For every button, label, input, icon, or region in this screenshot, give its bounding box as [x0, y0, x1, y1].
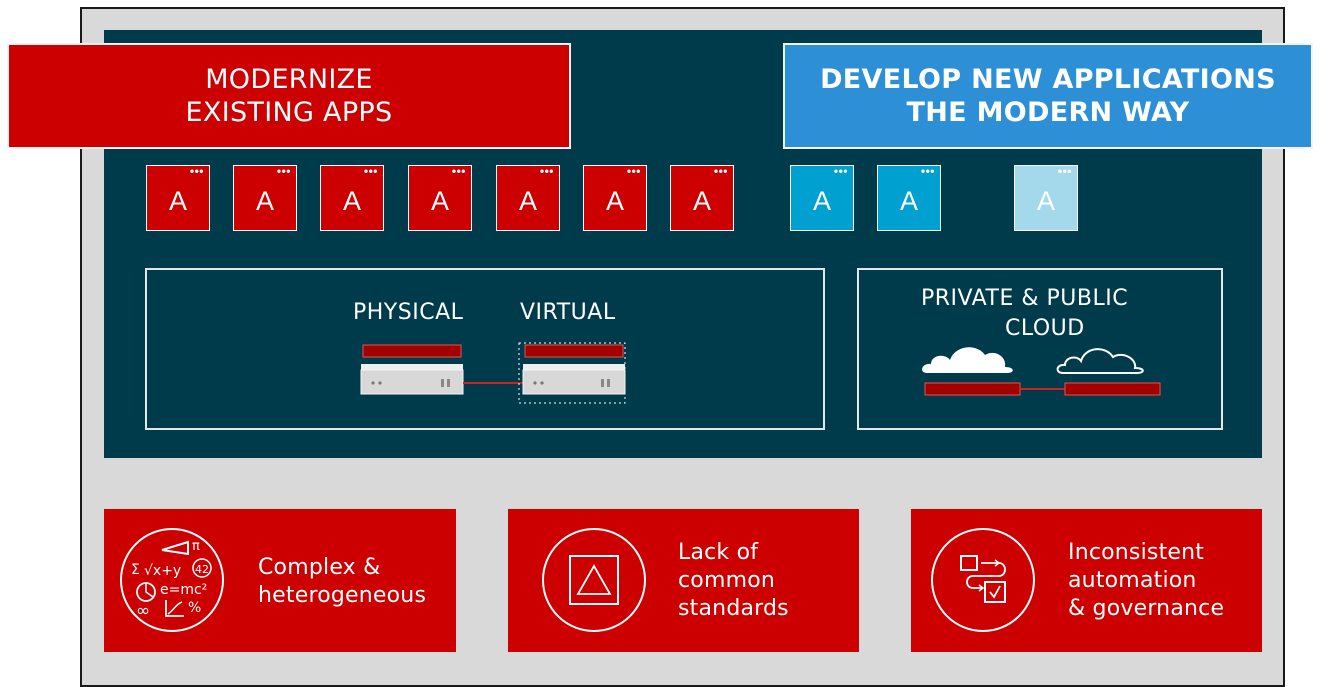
app-letter: A: [518, 185, 537, 216]
app-tile: ••• A: [408, 165, 472, 231]
app-tile: ••• A: [670, 165, 734, 231]
menu-dots-icon: •••: [1057, 164, 1072, 178]
workflow-checkbox-icon: [931, 528, 1035, 632]
develop-banner: DEVELOP NEW APPLICATIONS THE MODERN WAY: [783, 43, 1313, 149]
cloud-label-line2: CLOUD: [1005, 316, 1085, 341]
pi-glyph: π: [192, 539, 200, 554]
challenge-label: Inconsistent automation & governance: [1068, 540, 1225, 621]
challenge-card-standards: Lack of common standards: [508, 509, 859, 652]
app-letter: A: [605, 185, 624, 216]
sqrt-glyph: √x+y: [144, 563, 181, 579]
modernize-banner: MODERNIZE EXISTING APPS: [7, 43, 571, 149]
app-letter: A: [255, 185, 274, 216]
app-tile: ••• A: [1014, 165, 1078, 231]
menu-dots-icon: •••: [713, 164, 728, 178]
menu-dots-icon: •••: [626, 164, 641, 178]
math-formulas-icon: π Σ √x+y 42 e=mc² ∞ %: [120, 528, 224, 632]
app-tile: ••• A: [583, 165, 647, 231]
virtual-server-icon: [518, 342, 626, 404]
percent-glyph: %: [188, 600, 201, 616]
physical-label: PHYSICAL: [353, 300, 464, 325]
datacenter-box: [145, 268, 825, 430]
menu-dots-icon: •••: [539, 164, 554, 178]
virtual-label: VIRTUAL: [520, 300, 616, 325]
app-tile: ••• A: [320, 165, 384, 231]
challenge-card-complex: π Σ √x+y 42 e=mc² ∞ % Complex & heteroge…: [104, 509, 456, 652]
public-cloud-icon: [1056, 348, 1144, 374]
private-cloud-icon: [922, 347, 1013, 373]
number-glyph: 42: [195, 563, 209, 576]
app-tile: ••• A: [877, 165, 941, 231]
menu-dots-icon: •••: [451, 164, 466, 178]
app-letter: A: [430, 185, 449, 216]
app-letter: A: [168, 185, 187, 216]
app-letter: A: [1036, 185, 1055, 216]
physical-server-icon: [360, 344, 464, 395]
sigma-glyph: Σ: [131, 562, 140, 578]
app-tile: ••• A: [496, 165, 560, 231]
challenge-label: Complex & heterogeneous: [258, 555, 427, 608]
app-letter: A: [812, 185, 831, 216]
infinity-glyph: ∞: [136, 601, 150, 621]
app-tile: ••• A: [233, 165, 297, 231]
menu-dots-icon: •••: [189, 164, 204, 178]
app-letter: A: [899, 185, 918, 216]
triangle-in-square-icon: [542, 528, 646, 632]
challenge-card-automation: Inconsistent automation & governance: [911, 509, 1262, 652]
emc-glyph: e=mc²: [160, 582, 207, 598]
app-tile: ••• A: [790, 165, 854, 231]
cloud-graphic: [922, 347, 1161, 396]
app-letter: A: [692, 185, 711, 216]
menu-dots-icon: •••: [276, 164, 291, 178]
cloud-label-line1: PRIVATE & PUBLIC: [921, 286, 1129, 311]
menu-dots-icon: •••: [363, 164, 378, 178]
menu-dots-icon: •••: [920, 164, 935, 178]
challenge-label: Lack of common standards: [678, 540, 789, 621]
menu-dots-icon: •••: [833, 164, 848, 178]
app-tile: ••• A: [146, 165, 210, 231]
develop-label: DEVELOP NEW APPLICATIONS THE MODERN WAY: [820, 63, 1276, 128]
cloud-box: [857, 268, 1223, 430]
modernize-label: MODERNIZE EXISTING APPS: [185, 63, 393, 128]
servers-graphic: [360, 342, 626, 404]
app-letter: A: [342, 185, 361, 216]
